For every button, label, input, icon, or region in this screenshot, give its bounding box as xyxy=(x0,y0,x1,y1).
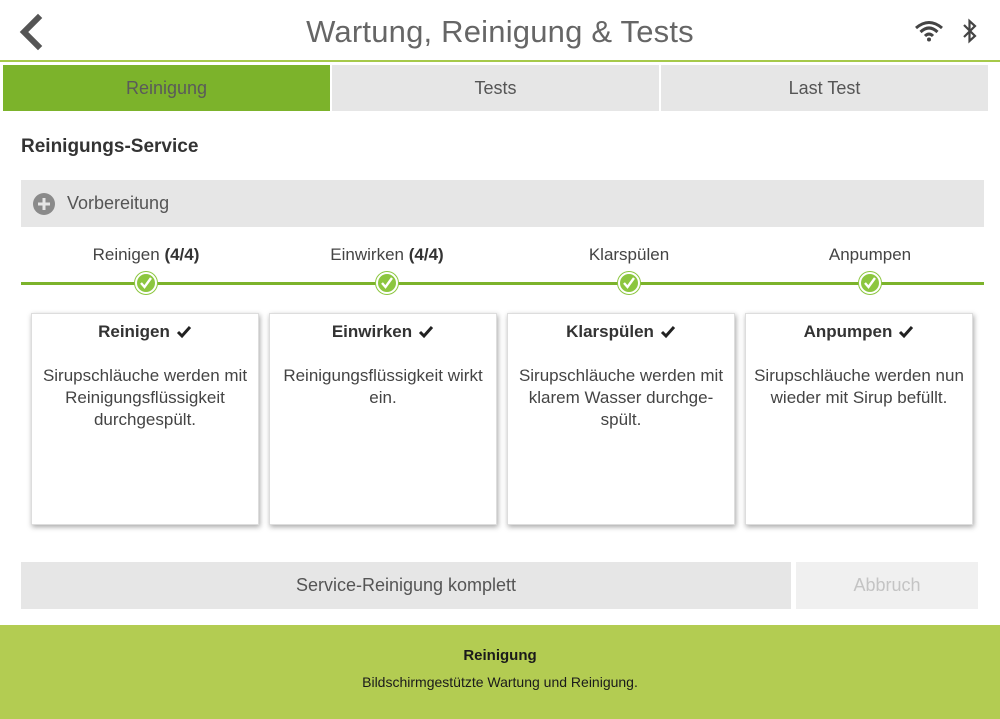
step-label: Anpumpen xyxy=(828,245,912,264)
card-anpumpen: Anpumpen Sirupschläuche werden nun wiede… xyxy=(745,313,973,525)
card-title: Klarspülen xyxy=(566,322,654,341)
tab-last-test[interactable]: Last Test xyxy=(661,65,988,111)
app-header: Wartung, Reinigung & Tests xyxy=(0,0,1000,62)
checkmark-icon xyxy=(660,326,676,339)
card-description: Reinigungsflüssigkeit wirkt ein. xyxy=(283,366,483,407)
step-reinigen: Reinigen (4/4) xyxy=(26,240,266,294)
card-title: Anpumpen xyxy=(803,322,893,341)
section-title: Reinigungs-Service xyxy=(21,136,199,157)
caption-text: Bildschirmgestützte Wartung und Reinigun… xyxy=(362,674,638,690)
preparation-label: Vorbereitung xyxy=(67,193,170,213)
card-description: Sirupschläuche werden nun wieder mit Sir… xyxy=(754,366,964,407)
card-description: Sirupschläuche werden mit klarem Wasser … xyxy=(518,366,724,429)
tab-bar: Reinigung Tests Last Test xyxy=(3,65,988,111)
step-count: (4/4) xyxy=(408,245,444,264)
card-einwirken: Einwirken Reinigungsflüssigkeit wirkt ei… xyxy=(269,313,497,525)
card-title: Reinigen xyxy=(98,322,170,341)
step-anpumpen: Anpumpen xyxy=(750,240,990,294)
step-label: Klarspülen xyxy=(588,245,670,264)
caption-title: Reinigung xyxy=(463,647,537,664)
step-progress: Reinigen (4/4) Einwirken (4/4) Klarspüle… xyxy=(21,240,984,300)
card-klarspuelen: Klarspülen Sirupschläuche werden mit kla… xyxy=(507,313,735,525)
step-check-icon xyxy=(859,272,881,294)
tab-tests[interactable]: Tests xyxy=(332,65,659,111)
step-cards: Reinigen Sirupschläuche werden mit Reini… xyxy=(31,313,976,525)
step-check-icon xyxy=(376,272,398,294)
step-check-icon xyxy=(618,272,640,294)
wifi-icon xyxy=(915,21,943,42)
status-icons xyxy=(914,18,978,44)
step-check-icon xyxy=(135,272,157,294)
step-klarspuelen: Klarspülen xyxy=(509,240,749,294)
checkmark-icon xyxy=(419,326,434,339)
step-count: (4/4) xyxy=(164,245,200,264)
preparation-accordion[interactable]: Vorbereitung xyxy=(21,180,984,227)
checkmark-icon xyxy=(176,326,192,339)
plus-circle-icon xyxy=(33,192,55,215)
card-reinigen: Reinigen Sirupschläuche werden mit Reini… xyxy=(31,313,259,525)
progress-line xyxy=(21,282,984,285)
card-title: Einwirken xyxy=(331,322,413,341)
bluetooth-icon xyxy=(963,18,977,44)
step-label: Einwirken xyxy=(330,245,404,264)
chevron-left-icon xyxy=(19,13,43,51)
cancel-button[interactable]: Abbruch xyxy=(796,562,978,609)
card-description: Sirupschläuche werden mit Reinigungsflüs… xyxy=(42,366,248,429)
tab-reinigung[interactable]: Reinigung xyxy=(3,65,330,111)
caption-panel: Reinigung Bildschirmgestützte Wartung un… xyxy=(0,625,1000,719)
page-title: Wartung, Reinigung & Tests xyxy=(306,14,694,49)
checkmark-icon xyxy=(899,326,914,339)
step-label: Reinigen xyxy=(92,245,160,264)
back-button[interactable] xyxy=(14,12,50,52)
step-einwirken: Einwirken (4/4) xyxy=(267,240,507,294)
service-complete-button[interactable]: Service-Reinigung komplett xyxy=(21,562,791,609)
